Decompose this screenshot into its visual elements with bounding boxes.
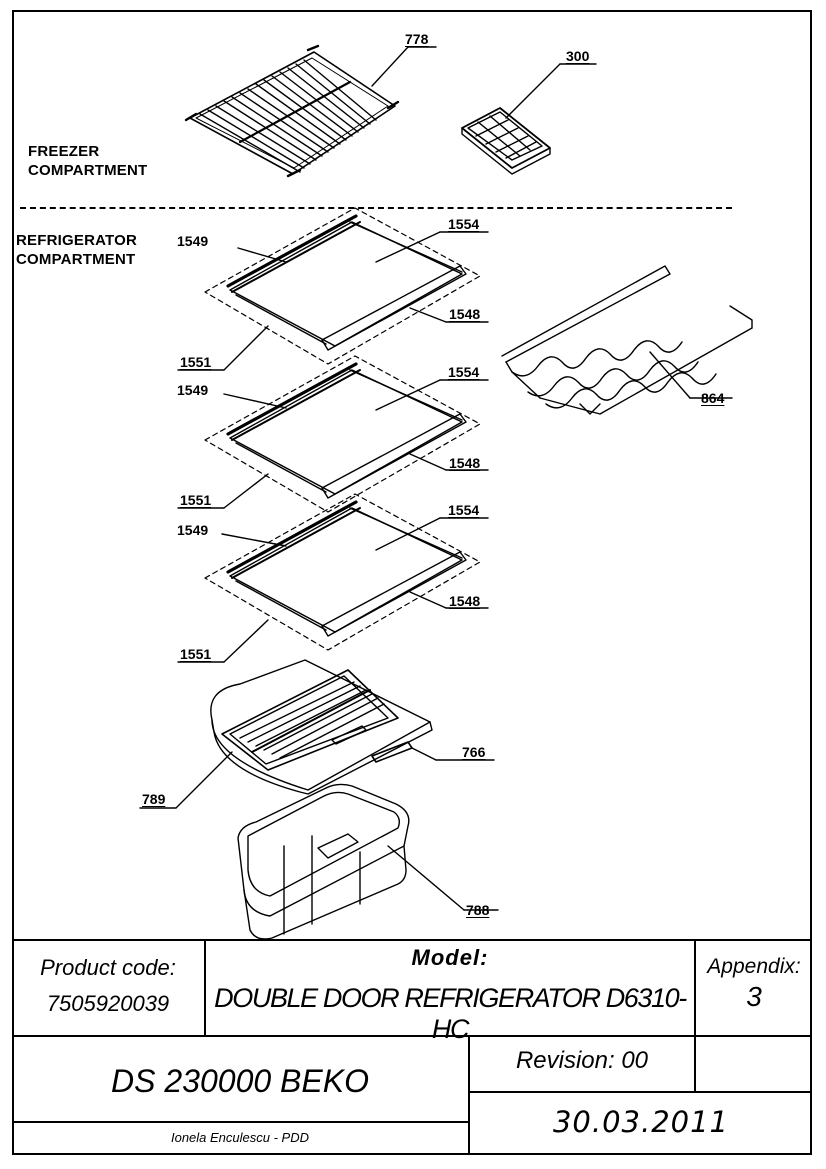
title-block-divider-revision (694, 1035, 696, 1093)
glass-shelf-3-drawing (177, 493, 489, 663)
compartment-separator (20, 207, 732, 209)
callout-wire-shelf: 778 (405, 31, 429, 47)
callout-shelf1-glass: 1554 (448, 216, 480, 232)
callout-shelf1-assembly: 1551 (180, 354, 212, 370)
callout-shelf3-glass: 1554 (448, 502, 480, 518)
freezer-label-line1: FREEZER (28, 143, 100, 160)
refrigerator-label-line2: COMPARTMENT (16, 251, 136, 268)
glass-shelf-1-drawing (177, 207, 489, 371)
callout-shelf2-glass: 1554 (448, 364, 480, 380)
date-text: 30.03.2011 (552, 1105, 730, 1139)
title-block-revision-border (468, 1091, 812, 1093)
callout-shelf1-rear-profile: 1549 (177, 233, 209, 249)
crisper-drawing (237, 783, 499, 940)
callout-shelf3-front-profile: 1548 (449, 593, 481, 609)
drawing-sheet (12, 10, 812, 1155)
callout-shelf2-assembly: 1551 (180, 492, 212, 508)
appendix-label: Appendix: (707, 955, 801, 978)
callout-shelf2-front-profile: 1548 (449, 455, 481, 471)
callout-shelf3-rear-profile: 1549 (177, 522, 209, 538)
model-label: Model: (411, 945, 489, 970)
callout-crisper-cover-frame: 766 (462, 744, 486, 760)
callout-shelf1-front-profile: 1548 (449, 306, 481, 322)
title-block-divider-left (204, 939, 206, 1037)
callout-shelf3-assembly: 1551 (180, 646, 212, 662)
refrigerator-label: REFRIGERATOR COMPARTMENT (16, 231, 137, 269)
glass-shelf-2-drawing (177, 355, 489, 513)
bottle-rack-drawing (501, 265, 753, 415)
title-block-divider-lower (468, 1035, 470, 1155)
callout-bottle-rack: 864 (701, 390, 725, 406)
crisper-cover-drawing (139, 659, 495, 809)
title-block-top-border (12, 939, 812, 941)
title-block-divider-right (694, 939, 696, 1037)
appendix-value: 3 (746, 981, 762, 1012)
refrigerator-label-line1: REFRIGERATOR (16, 232, 138, 249)
callout-shelf2-rear-profile: 1549 (177, 382, 209, 398)
revision-text: Revision: 00 (515, 1047, 649, 1074)
author-text: Ionela Enculescu - PDD (170, 1130, 309, 1145)
callout-crisper-cover: 789 (142, 791, 166, 807)
callout-crisper: 788 (466, 902, 490, 918)
ice-tray-drawing (461, 63, 597, 175)
freezer-label-line2: COMPARTMENT (28, 162, 148, 179)
callout-ice-tray: 300 (566, 48, 590, 64)
model-value: DOUBLE DOOR REFRIGERATOR D6310-HC (214, 983, 687, 1044)
product-code-value: 7505920039 (46, 991, 170, 1016)
title-block: Product code: 7505920039 Model: DOUBLE D… (12, 939, 812, 1155)
title-block-author-border (12, 1121, 470, 1123)
document-code: DS 230000 BEKO (111, 1063, 369, 1099)
freezer-label: FREEZER COMPARTMENT (28, 142, 147, 180)
title-block-mid-border (12, 1035, 812, 1037)
wire-shelf-drawing (184, 44, 437, 178)
product-code-label: Product code: (40, 955, 176, 980)
